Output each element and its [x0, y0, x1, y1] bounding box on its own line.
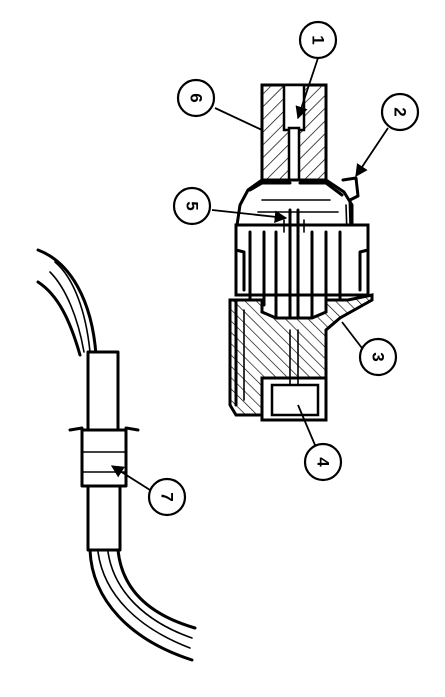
cable-assembly: [36, 248, 197, 662]
lower-ferrule: [86, 484, 122, 552]
callout-5-label: 5: [183, 201, 202, 210]
callout-leaders: [110, 57, 389, 491]
callout-1-label: 1: [309, 35, 328, 44]
leader-4: [297, 404, 316, 446]
callout-1: 1: [298, 20, 338, 60]
callout-6: 6: [176, 78, 216, 118]
crimp-clip: [68, 426, 140, 488]
upper-cable: [36, 248, 98, 357]
leader-5: [211, 209, 288, 224]
leader-7: [110, 465, 151, 491]
callout-3: 3: [358, 337, 398, 377]
lower-housing: [228, 293, 374, 422]
contact-fingers: [234, 208, 370, 382]
callout-2: 2: [380, 92, 420, 132]
leader-2: [355, 127, 389, 178]
callout-3-label: 3: [369, 352, 388, 361]
leader-3: [341, 321, 366, 353]
callout-4: 4: [303, 442, 343, 482]
upper-sleeve: [260, 83, 328, 200]
callout-7: 7: [147, 477, 187, 517]
lower-cable: [88, 548, 197, 662]
callout-6-label: 6: [187, 93, 206, 102]
callout-2-label: 2: [391, 107, 410, 116]
callout-4-label: 4: [314, 457, 333, 467]
connector-assembly: [228, 83, 374, 422]
retaining-collar: [234, 178, 354, 234]
leader-1: [295, 57, 319, 120]
leader-6: [214, 107, 263, 131]
callout-7-label: 7: [158, 492, 177, 501]
callout-5: 5: [172, 186, 212, 226]
upper-ferrule: [86, 350, 120, 436]
